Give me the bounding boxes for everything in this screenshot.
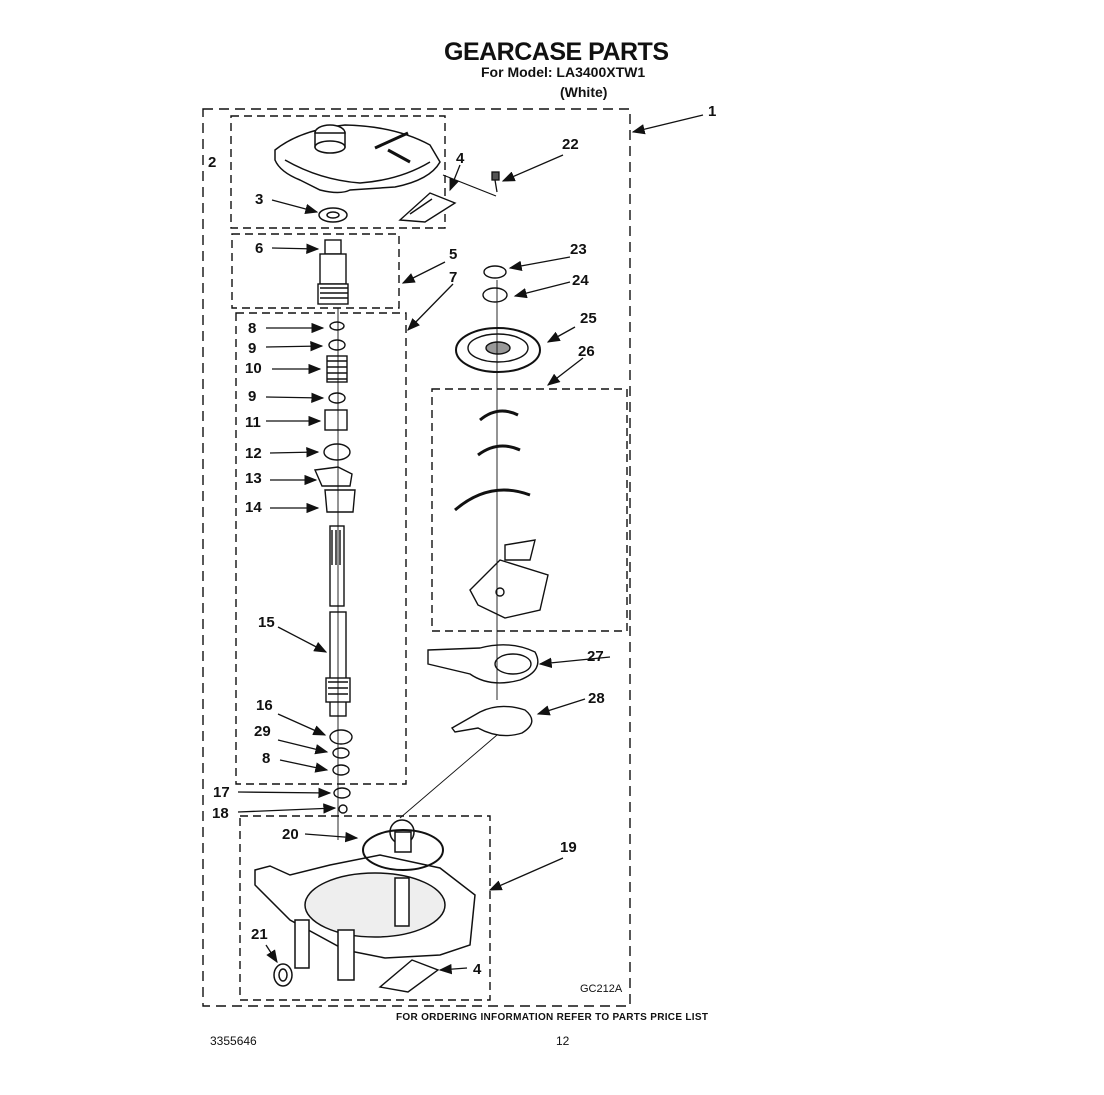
callout-11: 11 bbox=[245, 414, 261, 431]
screw-22 bbox=[491, 171, 500, 193]
callout-1: 1 bbox=[708, 103, 717, 120]
callout-6: 6 bbox=[255, 240, 264, 257]
callout-7: 7 bbox=[449, 269, 458, 286]
callout-10: 10 bbox=[245, 360, 262, 377]
callout-23: 23 bbox=[570, 241, 587, 258]
ring-part-26a bbox=[479, 409, 519, 422]
callout-18: 18 bbox=[212, 805, 229, 822]
callout-28: 28 bbox=[588, 690, 605, 707]
ball-18 bbox=[338, 804, 348, 814]
callout-9-bottom: 9 bbox=[248, 388, 257, 405]
washer-29 bbox=[332, 747, 350, 759]
ring-12 bbox=[323, 443, 351, 461]
pinion-6 bbox=[317, 239, 349, 305]
shifter-plate bbox=[469, 559, 549, 619]
cover-group-box bbox=[230, 115, 446, 229]
callout-16: 16 bbox=[256, 697, 273, 714]
callout-26: 26 bbox=[578, 343, 595, 360]
callout-22: 22 bbox=[562, 136, 579, 153]
washer-24 bbox=[482, 287, 508, 303]
gearcase-cover bbox=[274, 124, 441, 194]
callout-20: 20 bbox=[282, 826, 299, 843]
callout-29: 29 bbox=[254, 723, 271, 740]
callout-19: 19 bbox=[560, 839, 577, 856]
callout-13: 13 bbox=[245, 470, 262, 487]
callout-24: 24 bbox=[572, 272, 589, 289]
callout-3: 3 bbox=[255, 191, 264, 208]
gearcase-base bbox=[254, 819, 476, 981]
page-title: GEARCASE PARTS bbox=[444, 38, 669, 66]
pinion-group-box bbox=[231, 233, 400, 309]
figure-code: GC212A bbox=[580, 983, 623, 995]
model-line: For Model: LA3400XTW1 bbox=[481, 64, 646, 80]
callout-17: 17 bbox=[213, 784, 230, 801]
washer-23 bbox=[483, 265, 507, 279]
color-line: (White) bbox=[560, 84, 608, 100]
part-11 bbox=[324, 409, 348, 431]
clip-8-top bbox=[329, 321, 345, 331]
callout-9-top: 9 bbox=[248, 340, 257, 357]
callout-4-bottom: 4 bbox=[473, 961, 482, 978]
callout-5: 5 bbox=[449, 246, 458, 263]
clip-28 bbox=[450, 705, 533, 737]
washer-16 bbox=[329, 729, 353, 745]
spring-10 bbox=[326, 355, 348, 383]
gearcase-base-box bbox=[239, 815, 491, 1001]
ring-17 bbox=[333, 787, 351, 799]
ordering-note: FOR ORDERING INFORMATION REFER TO PARTS … bbox=[396, 1012, 709, 1023]
clip-8-bottom bbox=[332, 764, 350, 776]
callout-8-top: 8 bbox=[248, 320, 257, 337]
callout-8-bottom: 8 bbox=[262, 750, 271, 767]
document-number: 3355646 bbox=[210, 1034, 257, 1048]
part-14 bbox=[324, 489, 356, 513]
wedge-seal-bottom bbox=[378, 959, 440, 993]
callout-4-top: 4 bbox=[456, 150, 465, 167]
part-13 bbox=[313, 466, 353, 487]
shaft-group-box bbox=[235, 312, 407, 785]
callout-25: 25 bbox=[580, 310, 597, 327]
callout-27: 27 bbox=[587, 648, 604, 665]
shifter-group-box bbox=[431, 388, 628, 632]
callout-14: 14 bbox=[245, 499, 262, 516]
washer-9-top bbox=[328, 339, 346, 351]
part-21 bbox=[273, 963, 293, 987]
shaft-stack bbox=[313, 321, 356, 814]
wedge-seal-top bbox=[398, 192, 457, 223]
callout-21: 21 bbox=[251, 926, 268, 943]
assembly-outer-box bbox=[202, 108, 631, 1007]
callout-2: 2 bbox=[208, 154, 217, 171]
right-stack bbox=[427, 265, 549, 737]
callout-12: 12 bbox=[245, 445, 262, 462]
washer-9-bottom bbox=[328, 392, 346, 404]
callout-15: 15 bbox=[258, 614, 275, 631]
bearing-3 bbox=[318, 207, 348, 223]
page-number: 12 bbox=[556, 1034, 570, 1048]
leader-arrows bbox=[237, 114, 704, 975]
